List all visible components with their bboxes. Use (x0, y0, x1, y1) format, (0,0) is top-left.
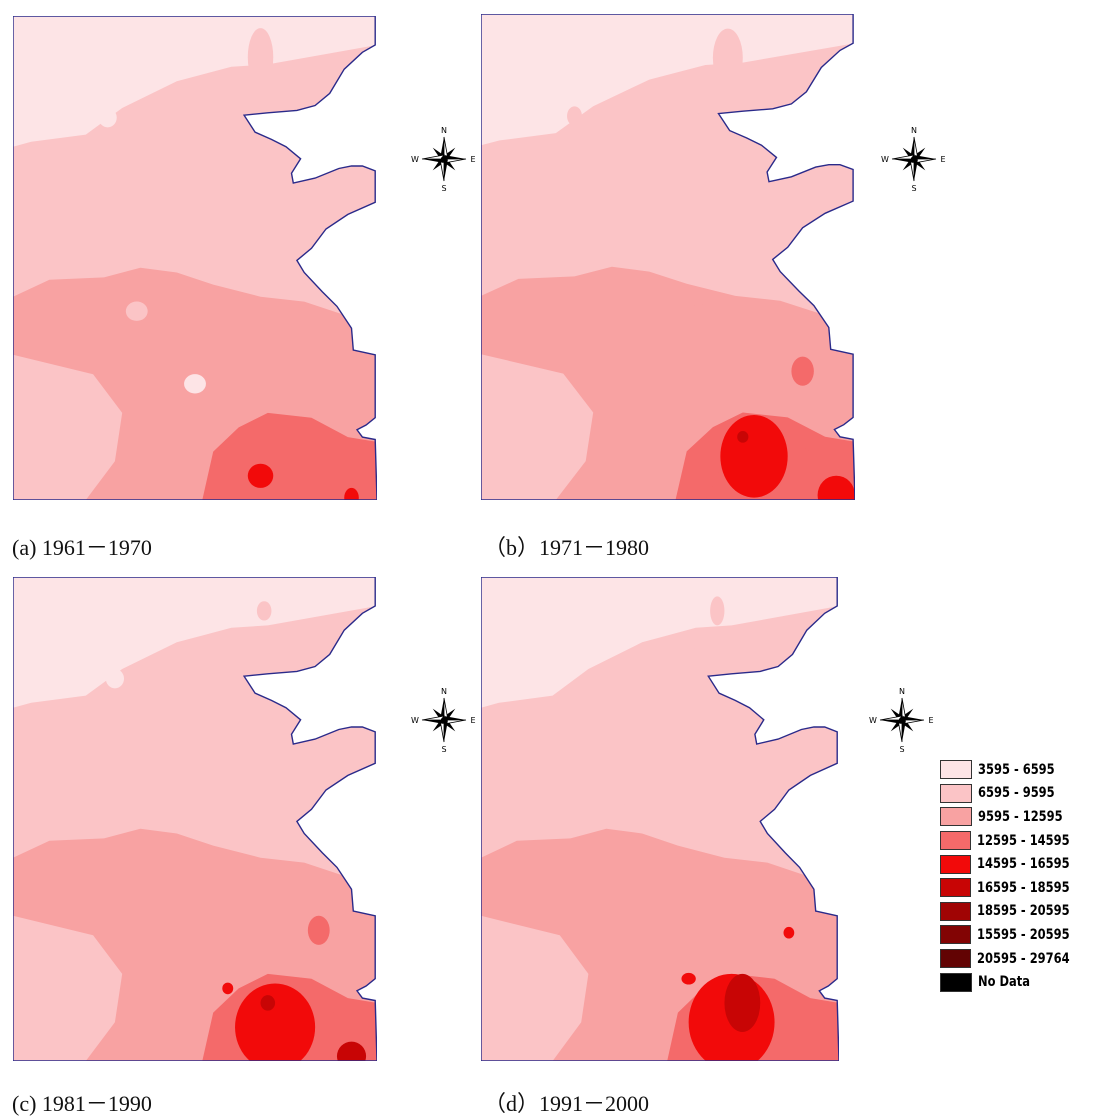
compass-label: S (441, 745, 446, 754)
map-spot (720, 414, 788, 498)
compass-label: S (911, 184, 916, 193)
compass-rose-icon: N S W E (410, 125, 478, 193)
legend-item: 12595 - 14595 (940, 829, 1090, 853)
legend-label: 6595 - 9595 (978, 785, 1055, 802)
legend-label: 16595 - 18595 (977, 879, 1070, 896)
map-spot (196, 925, 216, 945)
map-spot (712, 28, 743, 87)
compass-rose-icon: N S W E (410, 686, 478, 754)
map-boundary (481, 577, 839, 1061)
legend-item: 15595 - 20595 (940, 923, 1090, 947)
map-spot (724, 973, 761, 1032)
legend-item: No Data (940, 970, 1090, 994)
compass-label: E (470, 155, 475, 164)
map-spot (620, 799, 650, 829)
legend-swatch (940, 925, 972, 945)
compass-label: E (940, 155, 945, 164)
map-spot (667, 814, 696, 844)
legend-label: 14595 - 16595 (977, 856, 1070, 873)
legend-swatch (940, 878, 972, 898)
compass-label: W (881, 155, 889, 164)
map-spot (783, 926, 795, 939)
legend: 3595 - 6595 6595 - 9595 9595 - 12595 12595 … (940, 758, 1090, 994)
legend-label: 18595 - 20595 (977, 903, 1070, 920)
legend-swatch (940, 949, 972, 969)
map-spot (260, 995, 276, 1011)
map-spot (344, 487, 359, 500)
compass-label: N (441, 687, 447, 696)
compass-label: E (928, 716, 933, 725)
map-spot (125, 301, 148, 321)
compass-rose-icon: N S W E (880, 125, 948, 193)
legend-swatch (940, 972, 972, 992)
map-b (481, 14, 855, 500)
map-spot (13, 746, 24, 776)
map-spot (253, 714, 276, 735)
legend-item: 14595 - 16595 (940, 852, 1090, 876)
map-spot (98, 107, 117, 128)
compass-label: W (411, 716, 419, 725)
map-spot (235, 983, 316, 1061)
compass-label: E (470, 716, 475, 725)
map-spot (307, 915, 330, 945)
legend-item: 6595 - 9595 (940, 782, 1090, 806)
compass-label: W (869, 716, 877, 725)
map-region (202, 412, 377, 500)
legend-label: 20595 - 29764 (977, 950, 1070, 967)
compass-label: N (911, 126, 917, 135)
legend-swatch (940, 760, 972, 780)
legend-item: 9595 - 12595 (940, 805, 1090, 829)
map-d (481, 577, 839, 1061)
map-spot (692, 294, 704, 307)
legend-swatch (940, 807, 972, 827)
map-boundary (13, 577, 377, 1061)
legend-label: 3595 - 6595 (978, 761, 1055, 778)
legend-label: 15595 - 20595 (977, 926, 1070, 943)
map-spot (681, 972, 696, 985)
map-spot (184, 374, 206, 394)
map-boundary (13, 16, 377, 500)
legend-item: 16595 - 18595 (940, 876, 1090, 900)
legend-label: 12595 - 14595 (977, 832, 1070, 849)
legend-item: 3595 - 6595 (940, 758, 1090, 782)
compass-label: W (411, 155, 419, 164)
legend-label: No Data (978, 974, 1031, 991)
compass-label: N (441, 126, 447, 135)
map-spot (247, 463, 274, 488)
map-spot (481, 746, 492, 776)
map-spot (737, 430, 749, 443)
caption-a: (a) 1961－1970 (12, 535, 152, 560)
map-spot (247, 28, 274, 87)
map-spot (817, 475, 855, 500)
compass-rose-icon: N S W E (868, 686, 936, 754)
caption-d: （d）1991－2000 (484, 1091, 650, 1116)
map-spot (791, 356, 814, 386)
map-spot (13, 185, 24, 215)
map-spot (481, 174, 493, 204)
legend-swatch (940, 854, 972, 874)
legend-swatch (940, 831, 972, 851)
legend-item: 20595 - 29764 (940, 947, 1090, 971)
legend-swatch (940, 783, 972, 803)
map-c (13, 577, 377, 1061)
map-spot (256, 601, 272, 621)
legend-label: 9595 - 12595 (978, 808, 1063, 825)
map-boundary (481, 14, 855, 500)
map-spot (710, 596, 725, 626)
map-spot (336, 1041, 367, 1061)
map-spot (222, 982, 234, 995)
caption-b: （b）1971－1980 (484, 535, 650, 560)
compass-label: N (899, 687, 905, 696)
legend-swatch (940, 901, 972, 921)
map-spot (567, 106, 582, 126)
map-spot (688, 644, 718, 684)
map-a (13, 16, 377, 500)
legend-item: 18595 - 20595 (940, 900, 1090, 924)
caption-c: (c) 1981－1990 (12, 1091, 152, 1116)
map-spot (227, 717, 250, 737)
compass-label: S (899, 745, 904, 754)
map-spot (105, 668, 125, 689)
compass-label: S (441, 184, 446, 193)
